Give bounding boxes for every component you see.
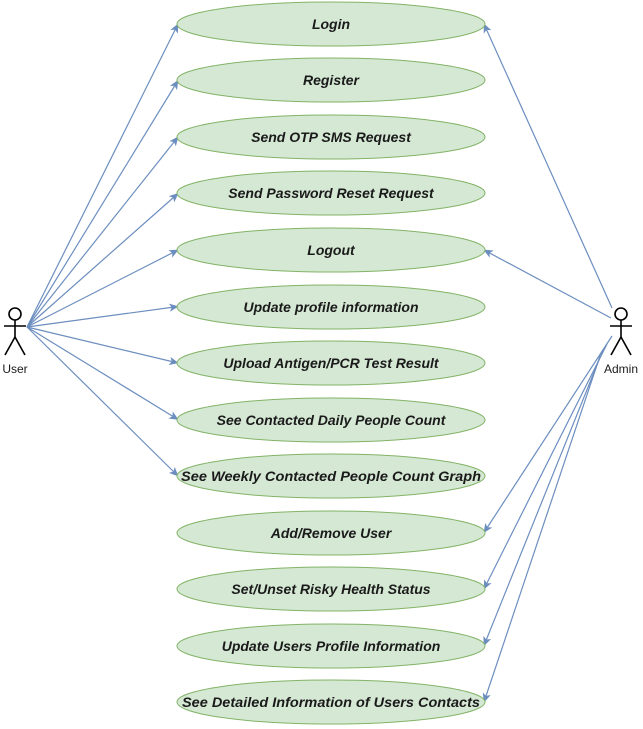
use-case-label: See Weekly Contacted People Count Graph bbox=[181, 468, 481, 484]
use-case-ellipse bbox=[176, 510, 486, 556]
association-user-update-profile-information bbox=[26, 303, 179, 328]
use-case-label: Update profile information bbox=[244, 299, 419, 315]
use-case-ellipse bbox=[176, 679, 486, 725]
association-user-logout bbox=[26, 249, 179, 328]
use-case-set-unset-risky-health-status[interactable]: Set/Unset Risky Health Status bbox=[176, 566, 486, 612]
use-case-login[interactable]: Login bbox=[176, 1, 486, 47]
association-admin-set-unset-risky-health-status bbox=[483, 343, 608, 590]
use-case-update-profile-information[interactable]: Update profile information bbox=[176, 284, 486, 330]
use-case-label: Register bbox=[303, 72, 361, 88]
association-admin-add-remove-user bbox=[483, 335, 613, 534]
use-case-logout[interactable]: Logout bbox=[176, 227, 486, 273]
use-case-label: Set/Unset Risky Health Status bbox=[231, 581, 430, 597]
use-case-add-remove-user[interactable]: Add/Remove User bbox=[176, 510, 486, 556]
use-case-label: Upload Antigen/PCR Test Result bbox=[223, 355, 440, 371]
association-user-register bbox=[26, 79, 179, 328]
use-case-ellipse bbox=[176, 1, 486, 47]
stick-figure-icon bbox=[610, 307, 632, 356]
use-case-ellipse bbox=[176, 170, 486, 216]
use-case-label: Update Users Profile Information bbox=[222, 638, 441, 654]
use-case-ellipse bbox=[176, 623, 486, 669]
use-case-label: Send Password Reset Request bbox=[228, 185, 435, 201]
use-case-label: See Contacted Daily People Count bbox=[217, 412, 447, 428]
actor-label: Admin bbox=[604, 362, 638, 376]
association-admin-login bbox=[483, 23, 613, 309]
association-admin-logout bbox=[483, 249, 612, 319]
stick-figure-icon bbox=[4, 307, 26, 356]
use-case-ellipse bbox=[176, 566, 486, 612]
use-case-label: Send OTP SMS Request bbox=[251, 129, 412, 145]
use-case-label: Add/Remove User bbox=[270, 525, 393, 541]
association-user-upload-test-result bbox=[26, 326, 179, 366]
use-case-update-users-profile-information[interactable]: Update Users Profile Information bbox=[176, 623, 486, 669]
associations-layer bbox=[26, 23, 613, 703]
actor-label: User bbox=[2, 362, 27, 376]
association-admin-update-users-profile-information bbox=[483, 349, 604, 647]
association-user-see-contacted-daily-people-count bbox=[26, 326, 179, 421]
use-case-register[interactable]: Register bbox=[176, 57, 486, 103]
use-case-label: See Detailed Information of Users Contac… bbox=[182, 694, 480, 710]
use-case-ellipse bbox=[176, 114, 486, 160]
use-case-ellipse bbox=[176, 284, 486, 330]
use-case-label: Login bbox=[312, 16, 350, 32]
use-cases-layer: Login Register Send OTP SMS Request Send… bbox=[176, 1, 486, 725]
use-case-ellipse bbox=[176, 57, 486, 103]
actor-user[interactable]: User bbox=[2, 307, 28, 376]
use-case-upload-test-result[interactable]: Upload Antigen/PCR Test Result bbox=[176, 340, 486, 386]
association-user-send-password-reset-request bbox=[26, 193, 179, 328]
use-case-ellipse bbox=[176, 227, 486, 273]
association-admin-see-detailed-users-contacts bbox=[482, 355, 601, 703]
use-case-ellipse bbox=[176, 340, 486, 386]
use-case-see-contacted-daily-people-count[interactable]: See Contacted Daily People Count bbox=[176, 397, 486, 443]
association-user-login bbox=[26, 23, 179, 328]
use-case-label: Logout bbox=[307, 242, 356, 258]
use-case-send-otp-sms-request[interactable]: Send OTP SMS Request bbox=[176, 114, 486, 160]
actor-admin[interactable]: Admin bbox=[604, 307, 638, 376]
association-user-see-weekly-contacted-graph bbox=[26, 326, 179, 477]
use-case-see-detailed-users-contacts[interactable]: See Detailed Information of Users Contac… bbox=[176, 679, 486, 725]
use-case-ellipse bbox=[176, 397, 486, 443]
use-case-ellipse bbox=[176, 453, 486, 499]
use-case-send-password-reset-request[interactable]: Send Password Reset Request bbox=[176, 170, 486, 216]
association-user-send-otp-sms-request bbox=[26, 136, 179, 328]
use-case-see-weekly-contacted-graph[interactable]: See Weekly Contacted People Count Graph bbox=[176, 453, 486, 499]
